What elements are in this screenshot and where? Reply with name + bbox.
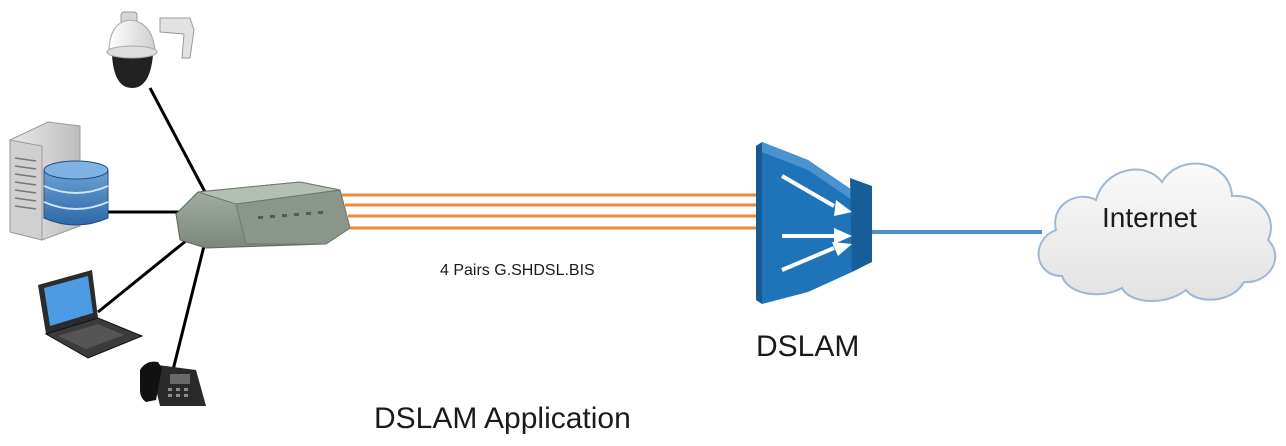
internet-cloud-icon	[1037, 162, 1277, 303]
shdsl-pairs	[342, 193, 758, 230]
shdsl-modem-icon	[175, 181, 351, 249]
dslam-label: DSLAM	[756, 330, 860, 363]
camera-connector	[148, 87, 207, 193]
server-database-icon	[9, 121, 109, 241]
link-label: 4 Pairs G.SHDSL.BIS	[440, 262, 595, 279]
phone-connector	[171, 241, 207, 371]
ip-phone-icon	[140, 361, 206, 406]
internet-label: Internet	[1102, 202, 1197, 233]
dslam-icon	[756, 142, 872, 304]
laptop-connector	[97, 234, 193, 314]
laptop-icon	[38, 270, 144, 359]
database-icon	[43, 160, 109, 226]
diagram-title: DSLAM Application	[374, 402, 631, 435]
device-connectors	[97, 87, 207, 371]
ptz-camera-icon	[106, 11, 195, 88]
